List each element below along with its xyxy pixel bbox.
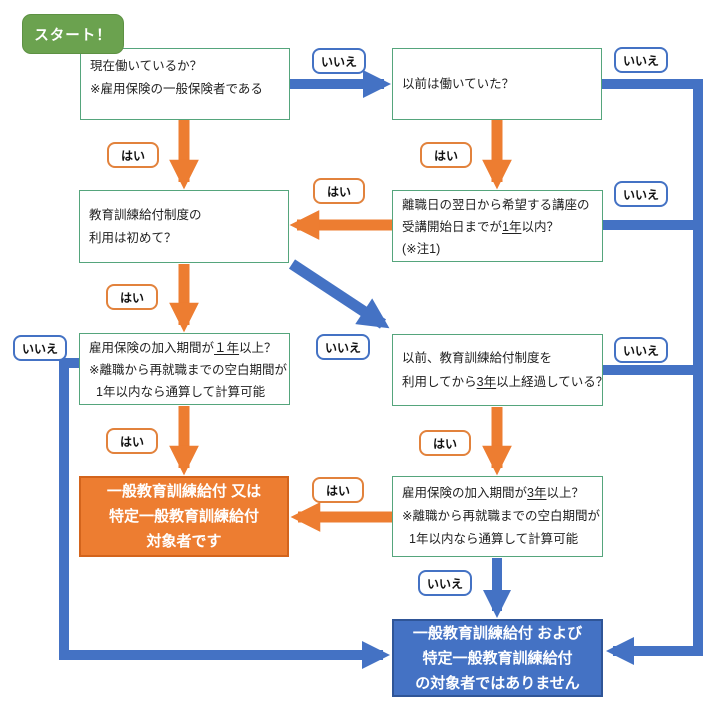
question-text-line: 1年以内なら通算して計算可能 xyxy=(96,385,266,399)
text-segment: 以上？ xyxy=(546,486,584,500)
label-no: いいえ xyxy=(13,335,67,361)
label-no: いいえ xyxy=(316,334,370,360)
text-segment: 以上経過している？ xyxy=(496,375,609,389)
label-no: いいえ xyxy=(312,48,366,74)
question-text-line: ※離職から再就職までの空白期間が xyxy=(89,363,287,377)
result-text-line: 対象者です xyxy=(146,533,222,550)
question-first-time: 教育訓練給付制度の 利用は初めて？ xyxy=(79,190,289,263)
question-insured-3years: 雇用保険の加入期間が3年以上？ ※離職から再就職までの空白期間が 1年以内なら通… xyxy=(392,476,603,557)
result-text-line: の対象者ではありません xyxy=(415,674,580,692)
question-current-work: 現在働いているか？ ※雇用保険の一般保険者である xyxy=(80,48,290,120)
text-segment: 受講開始日までが xyxy=(402,220,503,234)
arrow-no-insured1year-to-noteligible xyxy=(59,358,390,669)
text-segment: 雇用保険の加入期間が xyxy=(402,486,528,500)
question-text-line: 受講開始日までが1年以内？ xyxy=(402,216,593,238)
result-eligible: 一般教育訓練給付 又は 特定一般教育訓練給付 対象者です xyxy=(79,476,289,557)
question-insured-1year: 雇用保険の加入期間が１年以上？ ※離職から再就職までの空白期間が 1年以内なら通… xyxy=(79,333,290,405)
start-badge: スタート！ xyxy=(22,14,124,54)
question-text-line: (※注1) xyxy=(402,242,441,256)
question-text-line: 雇用保険の加入期間が3年以上？ xyxy=(402,482,593,505)
label-yes: はい xyxy=(312,477,364,503)
text-segment: 雇用保険の加入期間が xyxy=(89,341,215,355)
underlined-text: 3年 xyxy=(476,375,497,389)
label-no: いいえ xyxy=(614,181,668,207)
result-text-line: 一般教育訓練給付 又は xyxy=(106,483,262,500)
result-text-line: 一般教育訓練給付 および xyxy=(412,624,583,642)
result-text-line: 特定一般教育訓練給付 xyxy=(422,649,573,667)
label-yes: はい xyxy=(420,142,472,168)
question-text-line: ※雇用保険の一般保険者である xyxy=(90,82,263,96)
label-yes: はい xyxy=(313,178,365,204)
question-text-line: 離職日の翌日から希望する講座の xyxy=(402,198,590,212)
question-text-line: 以前は働いていた？ xyxy=(402,76,515,91)
question-text-line: 利用は初めて？ xyxy=(89,230,177,245)
text-segment: 以内？ xyxy=(521,220,559,234)
underlined-text: １年 xyxy=(214,341,240,355)
label-no: いいえ xyxy=(614,337,668,363)
underlined-text: 1年 xyxy=(502,220,522,234)
question-text-line: 現在働いているか？ xyxy=(90,59,203,73)
question-text-line: 1年以内なら通算して計算可能 xyxy=(409,532,579,546)
text-segment: 利用してから xyxy=(402,375,477,389)
text-segment: 以上？ xyxy=(239,341,277,355)
label-no: いいえ xyxy=(418,570,472,596)
question-course-within-1year: 離職日の翌日から希望する講座の 受講開始日までが1年以内？ (※注1) xyxy=(392,190,603,262)
question-text-line: 教育訓練給付制度の xyxy=(89,207,202,222)
question-text-line: 以前、教育訓練給付制度を xyxy=(402,351,553,365)
label-no: いいえ xyxy=(614,47,668,73)
question-text-line: 雇用保険の加入期間が１年以上？ xyxy=(89,337,280,359)
label-yes: はい xyxy=(419,430,471,456)
question-text-line: ※離職から再就職までの空白期間が xyxy=(402,509,600,523)
label-yes: はい xyxy=(107,142,159,168)
question-text-line: 利用してから3年以上経過している？ xyxy=(402,370,608,394)
question-worked-before: 以前は働いていた？ xyxy=(392,48,602,120)
label-yes: はい xyxy=(106,428,158,454)
arrow-no-firsttime-to-3yearspassed xyxy=(288,259,390,329)
underlined-text: 3年 xyxy=(527,486,547,500)
result-not-eligible: 一般教育訓練給付 および 特定一般教育訓練給付 の対象者ではありません xyxy=(392,619,603,697)
result-text-line: 特定一般教育訓練給付 xyxy=(108,508,259,525)
label-yes: はい xyxy=(106,284,158,310)
question-3years-passed: 以前、教育訓練給付制度を 利用してから3年以上経過している？ xyxy=(392,334,608,406)
